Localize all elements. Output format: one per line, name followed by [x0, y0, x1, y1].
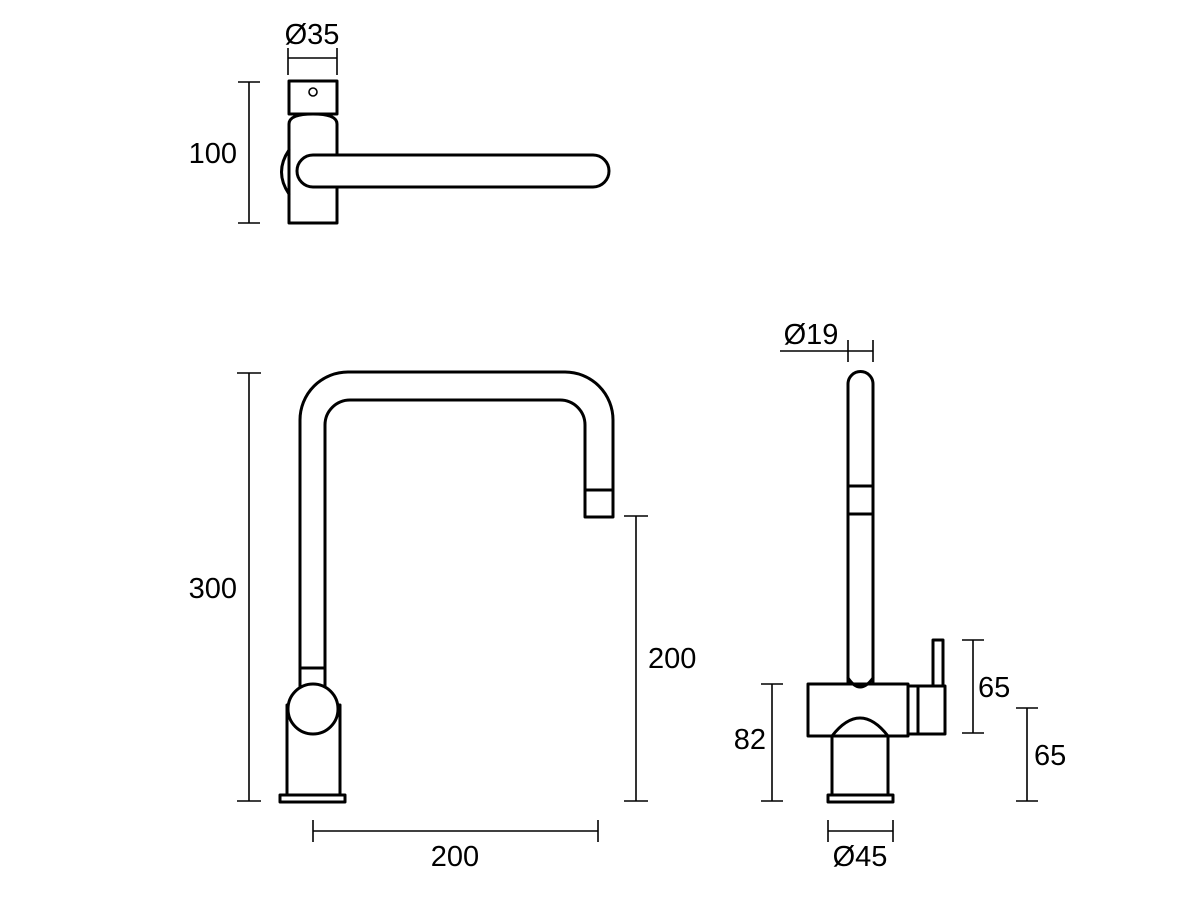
front-aerator: [583, 488, 615, 519]
front-spout-height-dimension: 200: [624, 515, 696, 802]
side-body: [806, 682, 910, 738]
front-height-label: 300: [189, 573, 237, 605]
side-view: Ø19 65 65 82 Ø45: [734, 319, 1067, 873]
side-handle-cap: [916, 684, 947, 736]
side-body-height-dimension: 82: [734, 683, 783, 802]
side-base-diameter-label: Ø45: [833, 841, 888, 873]
top-cap: [287, 79, 339, 116]
side-body-curve: [830, 716, 890, 738]
top-diameter-dimension: Ø35: [285, 19, 340, 75]
front-spout-height-label: 200: [648, 643, 696, 675]
side-base-plate: [826, 793, 895, 804]
side-spout-root: [846, 676, 875, 689]
side-body-height-label: 82: [734, 724, 766, 756]
side-lever: [931, 638, 945, 690]
side-spout-diameter-label: Ø19: [784, 319, 839, 351]
top-back-arc: [280, 148, 291, 196]
front-handle-hub: [286, 682, 340, 736]
top-view: Ø35 100: [189, 19, 611, 225]
top-cap-hole: [308, 87, 318, 97]
top-diameter-label: Ø35: [285, 19, 340, 51]
top-height-dimension: 100: [189, 81, 260, 224]
side-lever-height-label: 65: [1034, 740, 1066, 772]
front-height-dimension: 300: [189, 372, 261, 802]
side-spout-diameter-dimension: Ø19: [780, 319, 874, 362]
top-height-label: 100: [189, 138, 237, 170]
front-base-plate: [278, 793, 347, 804]
front-reach-label: 200: [431, 841, 479, 873]
side-lever-height-dimension: 65: [1016, 707, 1066, 802]
front-view: 300 200 200: [189, 370, 696, 873]
front-reach-dimension: 200: [312, 820, 599, 873]
top-spout: [295, 153, 611, 189]
side-stem: [830, 734, 890, 797]
side-spout: [846, 370, 875, 686]
side-handle-height-dimension: 65: [962, 639, 1010, 734]
side-base-diameter-dimension: Ø45: [827, 820, 894, 873]
side-handle-height-label: 65: [978, 672, 1010, 704]
front-spout: [298, 370, 615, 670]
